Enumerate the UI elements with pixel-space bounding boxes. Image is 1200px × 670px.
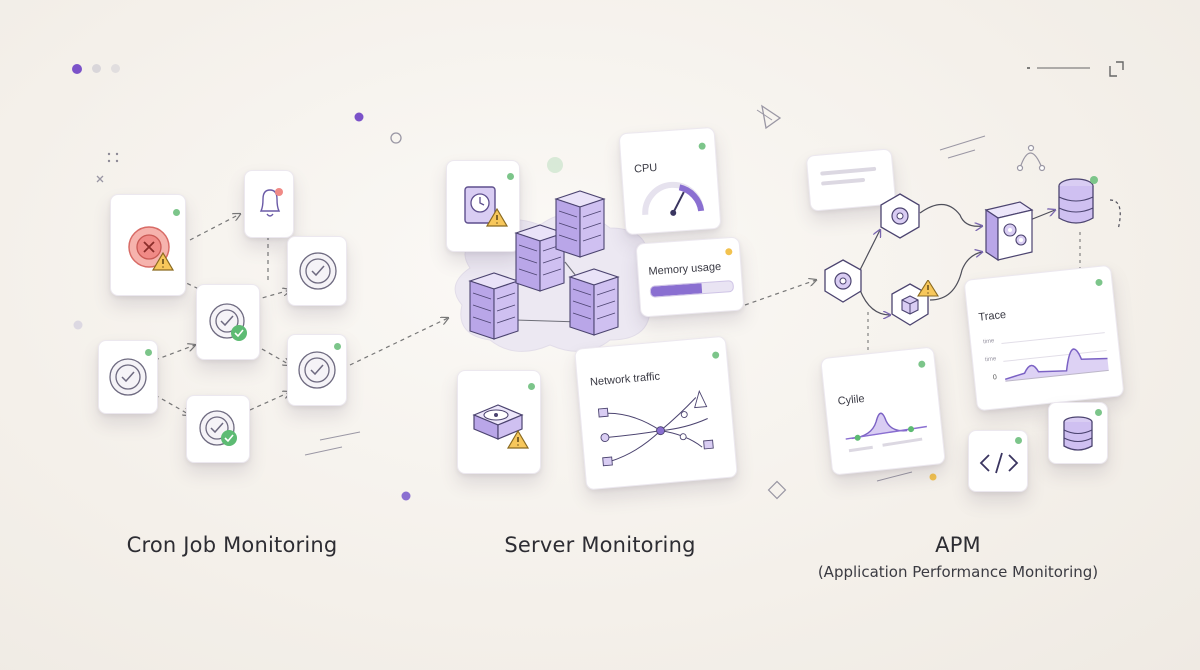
- cron-check-card-1[interactable]: [287, 236, 347, 306]
- cpu-card[interactable]: CPU: [618, 126, 722, 236]
- window-dot-purple: [72, 64, 82, 74]
- trace-axis-label-1: time: [982, 338, 995, 346]
- cron-check-card-3[interactable]: [98, 340, 158, 414]
- decor-dot: [547, 157, 563, 173]
- cpu-label: CPU: [633, 161, 658, 176]
- database-icon: [1063, 416, 1093, 451]
- server-cluster: [468, 190, 620, 340]
- trace-card[interactable]: Trace time time 0: [963, 264, 1125, 412]
- gauge-icon: [642, 181, 705, 216]
- cron-bell-card[interactable]: [244, 170, 294, 238]
- network-graph: [597, 389, 714, 467]
- apm-connectors: [859, 199, 1121, 315]
- trace-chart: [1001, 332, 1109, 382]
- cron-check-card-4[interactable]: [287, 334, 347, 406]
- apm-section-title: APM: [935, 533, 981, 557]
- check-icon: [231, 325, 247, 341]
- cron-section-title: Cron Job Monitoring: [126, 533, 338, 557]
- cycle-chart: [845, 412, 927, 453]
- error-icon: [128, 226, 175, 271]
- clock-drive-icon: [464, 186, 509, 227]
- gear-node-icon[interactable]: [878, 192, 922, 240]
- decor-dot: [354, 112, 364, 122]
- server-section-title: Server Monitoring: [504, 533, 696, 557]
- code-icon: [979, 452, 1019, 474]
- check-icon: [221, 430, 237, 446]
- cube-icon[interactable]: [888, 280, 940, 330]
- decor-dot: [401, 491, 411, 501]
- check-refresh-icon: [209, 303, 247, 341]
- database-card[interactable]: [1048, 402, 1108, 464]
- apm-section-subtitle: (Application Performance Monitoring): [817, 563, 1099, 581]
- network-traffic-card[interactable]: Network traffic: [574, 335, 738, 491]
- cron-connectors: [154, 214, 448, 415]
- cycle-card[interactable]: Cylile: [820, 346, 946, 476]
- check-refresh-icon: [109, 358, 147, 396]
- server-clock-drive-card[interactable]: [446, 160, 520, 252]
- trace-axis-label-2: time: [984, 356, 997, 364]
- hard-disk-icon: [472, 404, 530, 449]
- decor-dot: [929, 473, 937, 481]
- decor-marks: [96, 104, 1046, 500]
- database-icon[interactable]: [1054, 174, 1104, 232]
- gear-node-icon[interactable]: [822, 258, 864, 304]
- server-hard-disk-card[interactable]: [457, 370, 541, 474]
- network-traffic-label: Network traffic: [589, 370, 661, 389]
- check-refresh-icon: [299, 252, 337, 290]
- server-rack-icon: [568, 268, 620, 336]
- check-refresh-icon: [199, 410, 237, 446]
- server-apm-connector: [744, 280, 816, 306]
- decor-dot: [73, 320, 83, 330]
- window-dot-gray-2: [111, 64, 120, 73]
- gears-box-icon[interactable]: [982, 200, 1036, 264]
- memory-usage-card[interactable]: Memory usage: [635, 236, 745, 318]
- server-rack-icon: [554, 190, 606, 258]
- code-card[interactable]: [968, 430, 1028, 492]
- window-dot-gray-1: [92, 64, 101, 73]
- cron-error-card[interactable]: [110, 194, 186, 296]
- memory-usage-fill: [650, 283, 702, 297]
- server-rack-icon: [468, 272, 520, 340]
- memory-usage-bar: [649, 279, 735, 298]
- bell-icon: [259, 188, 283, 217]
- trace-axis-label-3: 0: [992, 374, 998, 382]
- memory-usage-label: Memory usage: [648, 260, 722, 278]
- cron-check-card-2[interactable]: [196, 284, 260, 360]
- check-refresh-icon: [298, 351, 336, 389]
- corner-bracket-icon: [1027, 61, 1124, 77]
- cron-check-card-5[interactable]: [186, 395, 250, 463]
